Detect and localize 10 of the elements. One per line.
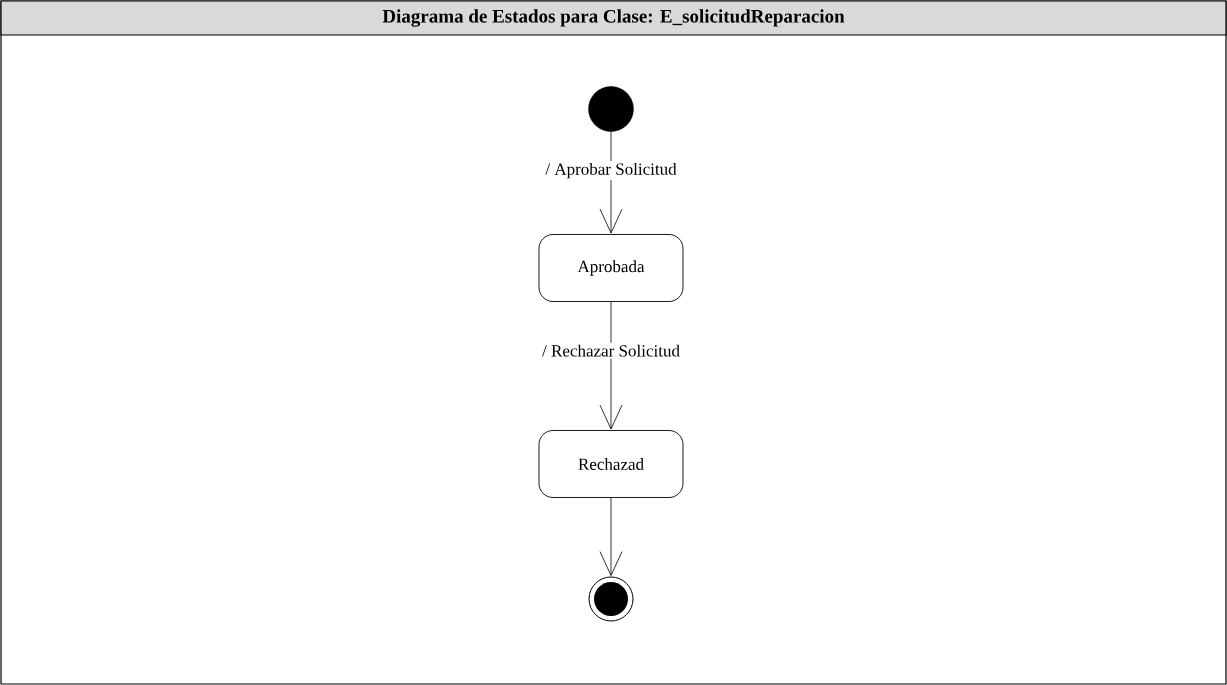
edge-label: / Rechazar Solicitud: [540, 342, 682, 359]
transition-arrow: [599, 301, 623, 430]
title-bar: Diagrama de Estados para Clase: E_solicitudReparacion: [0, 0, 1227, 36]
edge-label: / Aprobar Solicitud: [543, 160, 679, 181]
transition-arrow: [599, 497, 623, 576]
initial-state: [588, 86, 634, 132]
state-box: Aprobada: [538, 234, 684, 302]
final-state: [588, 576, 634, 622]
transition-arrow: [599, 131, 623, 234]
state-box: Rechazad: [538, 430, 684, 498]
